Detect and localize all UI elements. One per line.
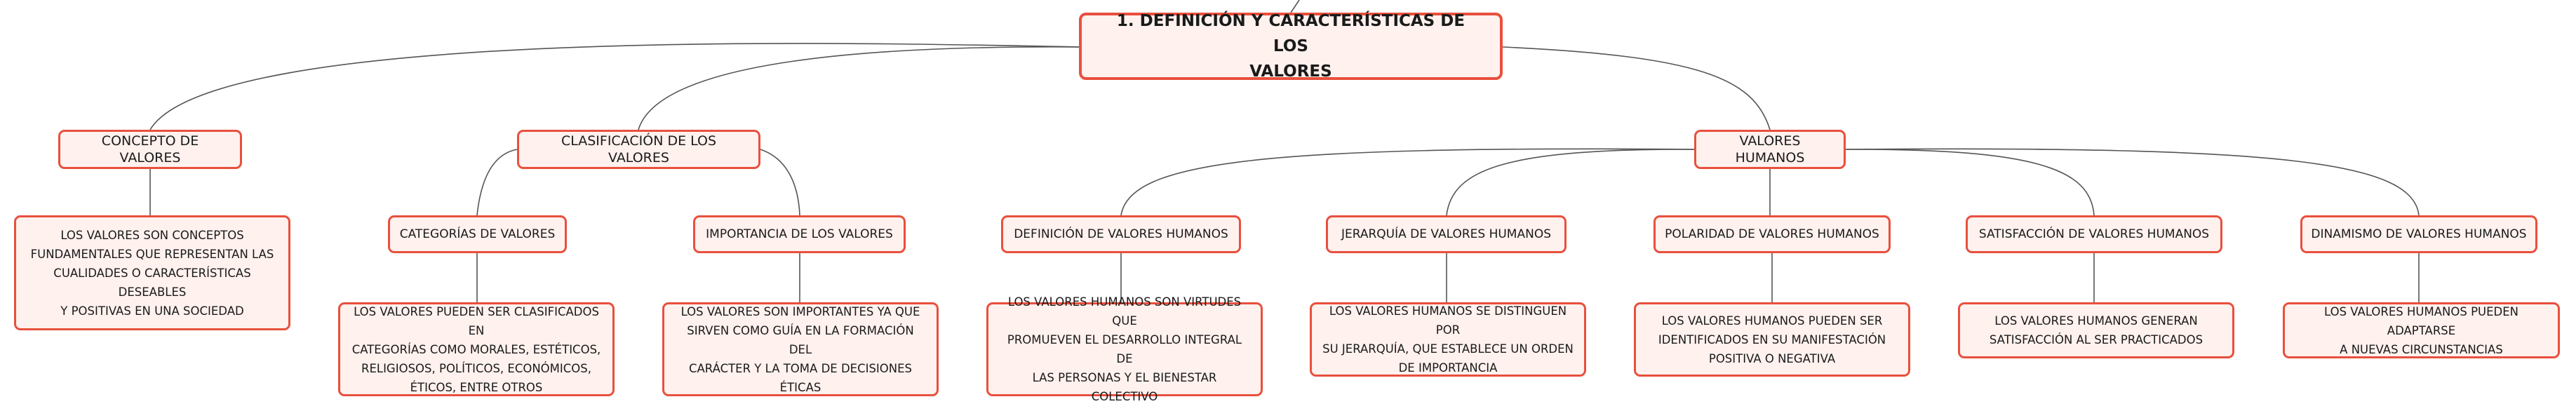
subtopic-label: IMPORTANCIA DE LOS VALORES (706, 227, 893, 241)
topic-label: VALORES HUMANOS (1735, 133, 1805, 166)
connector-humanos-jerarquia (1446, 149, 1695, 216)
detail-polaridad-de-valores-humanos[interactable]: LOS VALORES HUMANOS PUEDEN SER IDENTIFIC… (1634, 302, 1910, 377)
subtopic-dinamismo-de-valores-humanos[interactable]: DINAMISMO DE VALORES HUMANOS (2300, 215, 2537, 253)
detail-categorias-de-valores[interactable]: LOS VALORES PUEDEN SER CLASIFICADOS EN C… (338, 302, 615, 396)
subtopic-jerarquia-de-valores-humanos[interactable]: JERARQUÍA DE VALORES HUMANOS (1326, 215, 1567, 253)
detail-line: LOS VALORES HUMANOS SON VIRTUDES QUE (1007, 295, 1242, 328)
subtopic-label: SATISFACCIÓN DE VALORES HUMANOS (1978, 227, 2210, 241)
detail-importancia-de-los-valores[interactable]: LOS VALORES SON IMPORTANTES YA QUE SIRVE… (662, 302, 939, 396)
subtopic-satisfaccion-de-valores-humanos[interactable]: SATISFACCIÓN DE VALORES HUMANOS (1966, 215, 2222, 253)
detail-line: RELIGIOSOS, POLÍTICOS, ECONÓMICOS, (361, 361, 592, 375)
detail-line: POSITIVA O NEGATIVA (1708, 351, 1836, 365)
connector-humanos-satisfaccion (1845, 149, 2095, 216)
detail-line: CARÁCTER Y LA TOMA DE DECISIONES ÉTICAS (688, 361, 913, 394)
detail-line: PROMUEVEN EL DESARROLLO INTEGRAL DE (1007, 333, 1242, 365)
detail-line: Y POSITIVAS EN UNA SOCIEDAD (60, 304, 244, 318)
connector-root-humanos (1502, 46, 1771, 130)
subtopic-importancia-de-los-valores[interactable]: IMPORTANCIA DE LOS VALORES (693, 215, 906, 253)
root-topic[interactable]: 1. DEFINICIÓN Y CARACTERÍSTICAS DE LOS V… (1079, 12, 1503, 81)
detail-line: CUALIDADES O CARACTERÍSTICAS DESEABLES (53, 266, 251, 299)
detail-satisfaccion-de-valores-humanos[interactable]: LOS VALORES HUMANOS GENERAN SATISFACCIÓN… (1958, 302, 2234, 358)
connector-root-clasificacion (638, 46, 1080, 130)
detail-line: LOS VALORES PUEDEN SER CLASIFICADOS EN (354, 304, 599, 337)
root-topic-line-1: 1. DEFINICIÓN Y CARACTERÍSTICAS DE LOS (1116, 12, 1465, 55)
topic-label: CLASIFICACIÓN DE LOS VALORES (561, 133, 717, 166)
connector-root-concepto (149, 43, 1080, 130)
detail-line: LOS VALORES HUMANOS PUEDEN SER (1661, 314, 1883, 328)
detail-line: LOS VALORES HUMANOS PUEDEN ADAPTARSE (2323, 304, 2518, 337)
detail-line: CATEGORÍAS COMO MORALES, ESTÉTICOS, (351, 342, 601, 356)
detail-line: LAS PERSONAS Y EL BIENESTAR COLECTIVO (1032, 371, 1217, 403)
topic-valores-humanos[interactable]: VALORES HUMANOS (1694, 130, 1846, 169)
detail-line: LOS VALORES SON IMPORTANTES YA QUE (680, 304, 920, 318)
topic-concepto-de-valores[interactable]: CONCEPTO DE VALORES (58, 130, 242, 169)
detail-line: FUNDAMENTALES QUE REPRESENTAN LAS (30, 247, 274, 261)
subtopic-polaridad-de-valores-humanos[interactable]: POLARIDAD DE VALORES HUMANOS (1653, 215, 1891, 253)
detail-line: DE IMPORTANCIA (1398, 361, 1498, 375)
topic-clasificacion-de-los-valores[interactable]: CLASIFICACIÓN DE LOS VALORES (517, 130, 760, 169)
subtopic-label: JERARQUÍA DE VALORES HUMANOS (1341, 227, 1551, 241)
detail-dinamismo-de-valores-humanos[interactable]: LOS VALORES HUMANOS PUEDEN ADAPTARSE A N… (2283, 302, 2560, 358)
detail-definicion-de-valores-humanos[interactable]: LOS VALORES HUMANOS SON VIRTUDES QUE PRO… (986, 295, 1263, 403)
subtopic-definicion-de-valores-humanos[interactable]: DEFINICIÓN DE VALORES HUMANOS (1001, 215, 1241, 253)
detail-line: SATISFACCIÓN AL SER PRACTICADOS (1989, 333, 2203, 346)
detail-line: LOS VALORES HUMANOS SE DISTINGUEN POR (1329, 304, 1567, 337)
subtopic-categorias-de-valores[interactable]: CATEGORÍAS DE VALORES (388, 215, 567, 253)
subtopic-label: DEFINICIÓN DE VALORES HUMANOS (1014, 227, 1228, 241)
detail-line: SIRVEN COMO GUÍA EN LA FORMACIÓN DEL (687, 323, 914, 356)
detail-line: IDENTIFICADOS EN SU MANIFESTACIÓN (1658, 332, 1886, 346)
detail-line: A NUEVAS CIRCUNSTANCIAS (2340, 342, 2503, 356)
subtopic-label: CATEGORÍAS DE VALORES (399, 227, 556, 241)
subtopic-label: POLARIDAD DE VALORES HUMANOS (1665, 227, 1879, 241)
detail-jerarquia-de-valores-humanos[interactable]: LOS VALORES HUMANOS SE DISTINGUEN POR SU… (1310, 302, 1586, 377)
root-topic-line-2: VALORES (1249, 62, 1332, 81)
subtopic-label: DINAMISMO DE VALORES HUMANOS (2311, 227, 2527, 241)
detail-line: SU JERARQUÍA, QUE ESTABLECE UN ORDEN (1322, 342, 1574, 356)
detail-line: ÉTICOS, ENTRE OTROS (410, 380, 543, 394)
topic-label: CONCEPTO DE VALORES (101, 133, 199, 166)
connector-clasificacion-importancia (760, 149, 800, 216)
detail-line: LOS VALORES HUMANOS GENERAN (1994, 314, 2198, 328)
connector-clasificacion-categorias (476, 149, 518, 216)
detail-concepto-de-valores[interactable]: LOS VALORES SON CONCEPTOS FUNDAMENTALES … (14, 215, 290, 330)
connector-humanos-definicion (1120, 148, 1695, 216)
detail-line: LOS VALORES SON CONCEPTOS (60, 228, 244, 242)
connector-humanos-dinamismo (1845, 148, 2420, 216)
